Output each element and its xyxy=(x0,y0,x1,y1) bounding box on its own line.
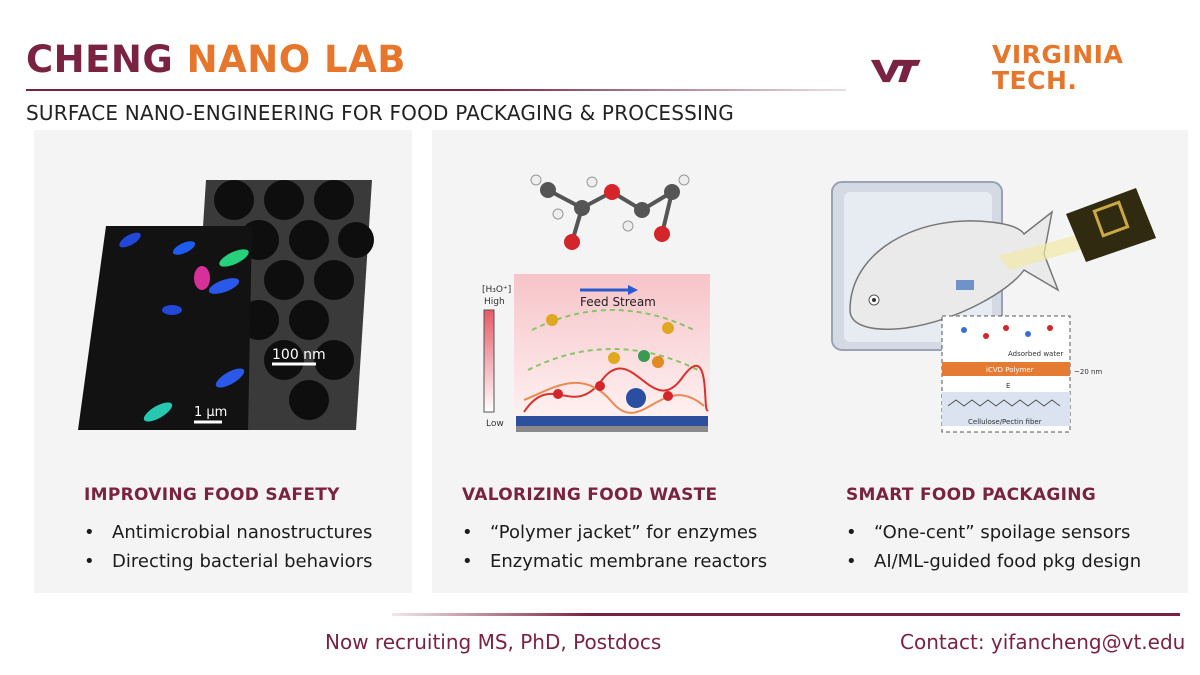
panel-food-waste: [H₃O⁺] High Low Feed Stream VALORIZING F… xyxy=(432,130,810,593)
vt-logo-line2: TECH. xyxy=(992,66,1078,95)
bullet-text: Antimicrobial nanostructures xyxy=(112,522,373,543)
field-e-label: E xyxy=(1006,382,1010,390)
feed-stream-label: Feed Stream xyxy=(580,295,656,309)
list-item: •“Polymer jacket” for enzymes xyxy=(462,518,767,547)
recruiting-text: Now recruiting MS, PhD, Postdocs xyxy=(325,630,662,654)
list-item: •Antimicrobial nanostructures xyxy=(84,518,372,547)
scale-label-100nm: 100 nm xyxy=(272,347,326,363)
list-item: •“One-cent” spoilage sensors xyxy=(846,518,1141,547)
smart-packaging-figure: Adsorbed water iCVD Polymer E Cellulose/… xyxy=(831,181,1156,433)
title-divider xyxy=(26,89,846,91)
contact-email[interactable]: Contact: yifancheng@vt.edu xyxy=(900,630,1186,654)
panel-title-food-waste: VALORIZING FOOD WASTE xyxy=(462,485,718,505)
panel-title-food-safety: IMPROVING FOOD SAFETY xyxy=(84,485,340,505)
panel-food-safety: 100 nm 1 µm IMPROVING FOOD SAFETY •Antim… xyxy=(34,130,412,593)
panel-title-smart-packaging: SMART FOOD PACKAGING xyxy=(846,485,1097,505)
bullet-text: Directing bacterial behaviors xyxy=(112,551,373,572)
list-item: •Enzymatic membrane reactors xyxy=(462,547,767,576)
vt-logo-text: VIRGINIA TECH. xyxy=(992,42,1123,94)
vt-logo-line1: VIRGINIA xyxy=(992,40,1124,69)
bullet-list-food-waste: •“Polymer jacket” for enzymes •Enzymatic… xyxy=(462,518,767,576)
bullet-list-food-safety: •Antimicrobial nanostructures •Directing… xyxy=(84,518,372,576)
axis-label-high: High xyxy=(484,297,505,307)
scale-label-1um: 1 µm xyxy=(194,405,227,420)
microscopy-figure: 100 nm 1 µm xyxy=(78,180,374,430)
bullet-text: AI/ML-guided food pkg design xyxy=(874,551,1142,572)
list-item: •Directing bacterial behaviors xyxy=(84,547,372,576)
icvd-polymer-label: iCVD Polymer xyxy=(986,366,1034,374)
list-item: •AI/ML-guided food pkg design xyxy=(846,547,1141,576)
lab-title: CHENG NANO LAB xyxy=(26,38,406,82)
bullet-list-smart-packaging: •“One-cent” spoilage sensors •AI/ML-guid… xyxy=(846,518,1141,576)
footer-divider xyxy=(392,613,1180,616)
bullet-text: Enzymatic membrane reactors xyxy=(490,551,768,572)
title-part-2: NANO LAB xyxy=(186,38,406,81)
vt-logo-icon xyxy=(870,59,921,83)
panel-smart-packaging: Adsorbed water iCVD Polymer E Cellulose/… xyxy=(810,130,1188,593)
bullet-text: “Polymer jacket” for enzymes xyxy=(490,522,758,543)
bullet-text: “One-cent” spoilage sensors xyxy=(874,522,1131,543)
enzyme-reactor-figure: [H₃O⁺] High Low Feed Stream xyxy=(482,174,710,432)
thickness-label: ~20 nm xyxy=(1074,368,1102,376)
lab-subtitle: SURFACE NANO-ENGINEERING FOR FOOD PACKAG… xyxy=(26,101,734,125)
fiber-label: Cellulose/Pectin fiber xyxy=(968,418,1042,426)
axis-label-h3o: [H₃O⁺] xyxy=(482,285,511,295)
title-part-1: CHENG xyxy=(26,38,174,81)
adsorbed-water-label: Adsorbed water xyxy=(1008,350,1063,358)
axis-label-low: Low xyxy=(486,419,504,429)
